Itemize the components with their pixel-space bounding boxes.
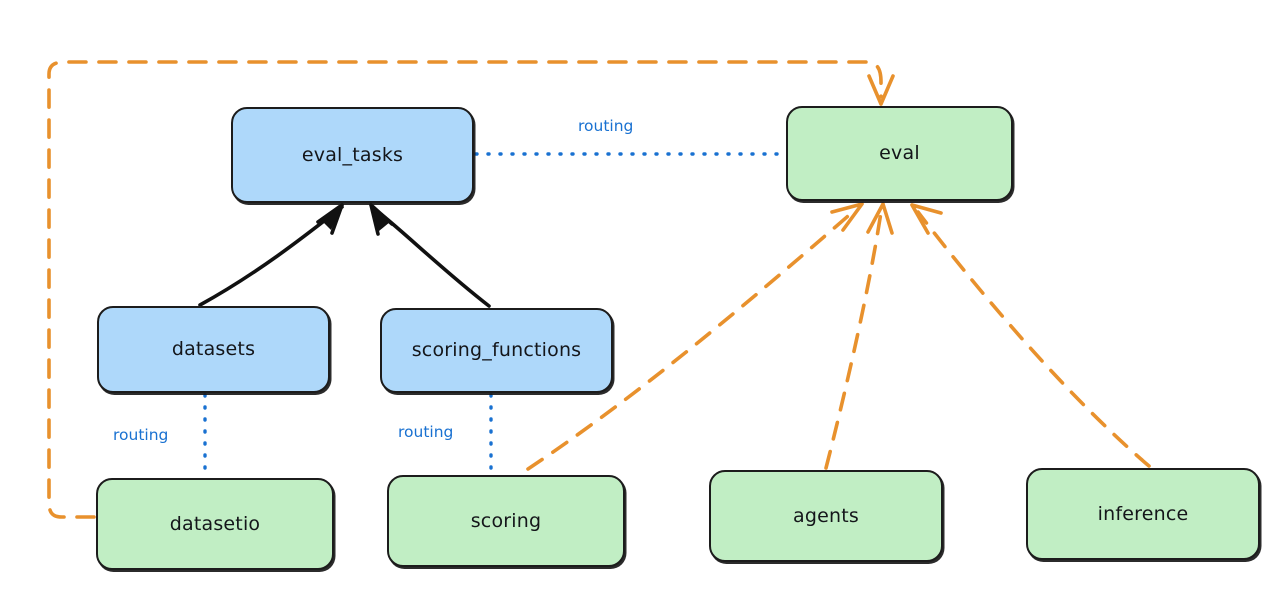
edge-datasets-to-eval-tasks <box>198 203 344 307</box>
edge-inference-to-eval <box>910 203 1151 468</box>
node-label-eval: eval <box>879 142 920 164</box>
node-inference[interactable]: inference <box>1026 468 1260 560</box>
edge-label-routing-scoring-functions: routing <box>398 423 454 441</box>
node-scoring-functions[interactable]: scoring_functions <box>380 308 613 393</box>
node-scoring[interactable]: scoring <box>387 475 625 567</box>
edge-agents-to-eval <box>824 202 894 470</box>
node-agents[interactable]: agents <box>709 470 943 562</box>
node-label-eval-tasks: eval_tasks <box>301 143 404 166</box>
edge-scoring-to-eval <box>526 202 864 471</box>
node-eval[interactable]: eval <box>786 106 1013 201</box>
node-datasetio[interactable]: datasetio <box>96 478 334 570</box>
node-label-datasets: datasets <box>171 338 256 360</box>
node-label-inference: inference <box>1097 502 1189 525</box>
node-label-datasetio: datasetio <box>169 512 261 535</box>
edge-scoring-functions-to-eval-tasks <box>369 203 491 308</box>
node-label-scoring-functions: scoring_functions <box>411 339 582 361</box>
node-label-agents: agents <box>793 504 859 527</box>
edge-datasetio-to-eval <box>47 60 895 519</box>
node-label-scoring: scoring <box>470 509 542 532</box>
edge-label-routing-datasets: routing <box>113 426 169 444</box>
node-datasets[interactable]: datasets <box>97 306 330 393</box>
edge-label-routing-eval-tasks: routing <box>578 117 634 135</box>
node-eval-tasks[interactable]: eval_tasks <box>231 107 474 203</box>
